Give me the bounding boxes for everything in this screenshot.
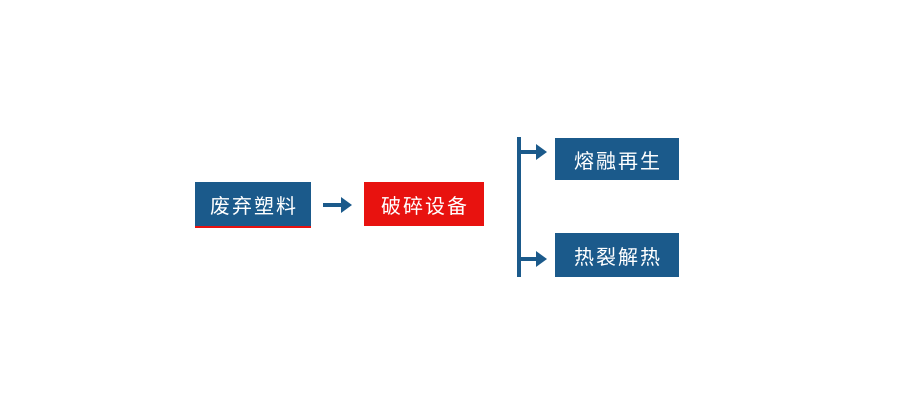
arrow-right-icon-main (323, 197, 352, 213)
node-pyrolysis-heat-label: 热裂解热 (574, 246, 662, 269)
node-melt-regeneration-label: 熔融再生 (574, 150, 662, 173)
node-crushing-equipment-label: 破碎设备 (381, 195, 469, 218)
node-pyrolysis-heat: 热裂解热 (555, 233, 679, 277)
node-waste-plastic-label: 废弃塑料 (210, 195, 298, 218)
arrow-right-icon-to-pyrolysis (519, 251, 547, 267)
node-waste-plastic: 废弃塑料 (195, 182, 311, 228)
arrow-right-icon-to-melt (519, 144, 547, 160)
node-crushing-equipment: 破碎设备 (364, 182, 484, 226)
node-melt-regeneration: 熔融再生 (555, 138, 679, 180)
